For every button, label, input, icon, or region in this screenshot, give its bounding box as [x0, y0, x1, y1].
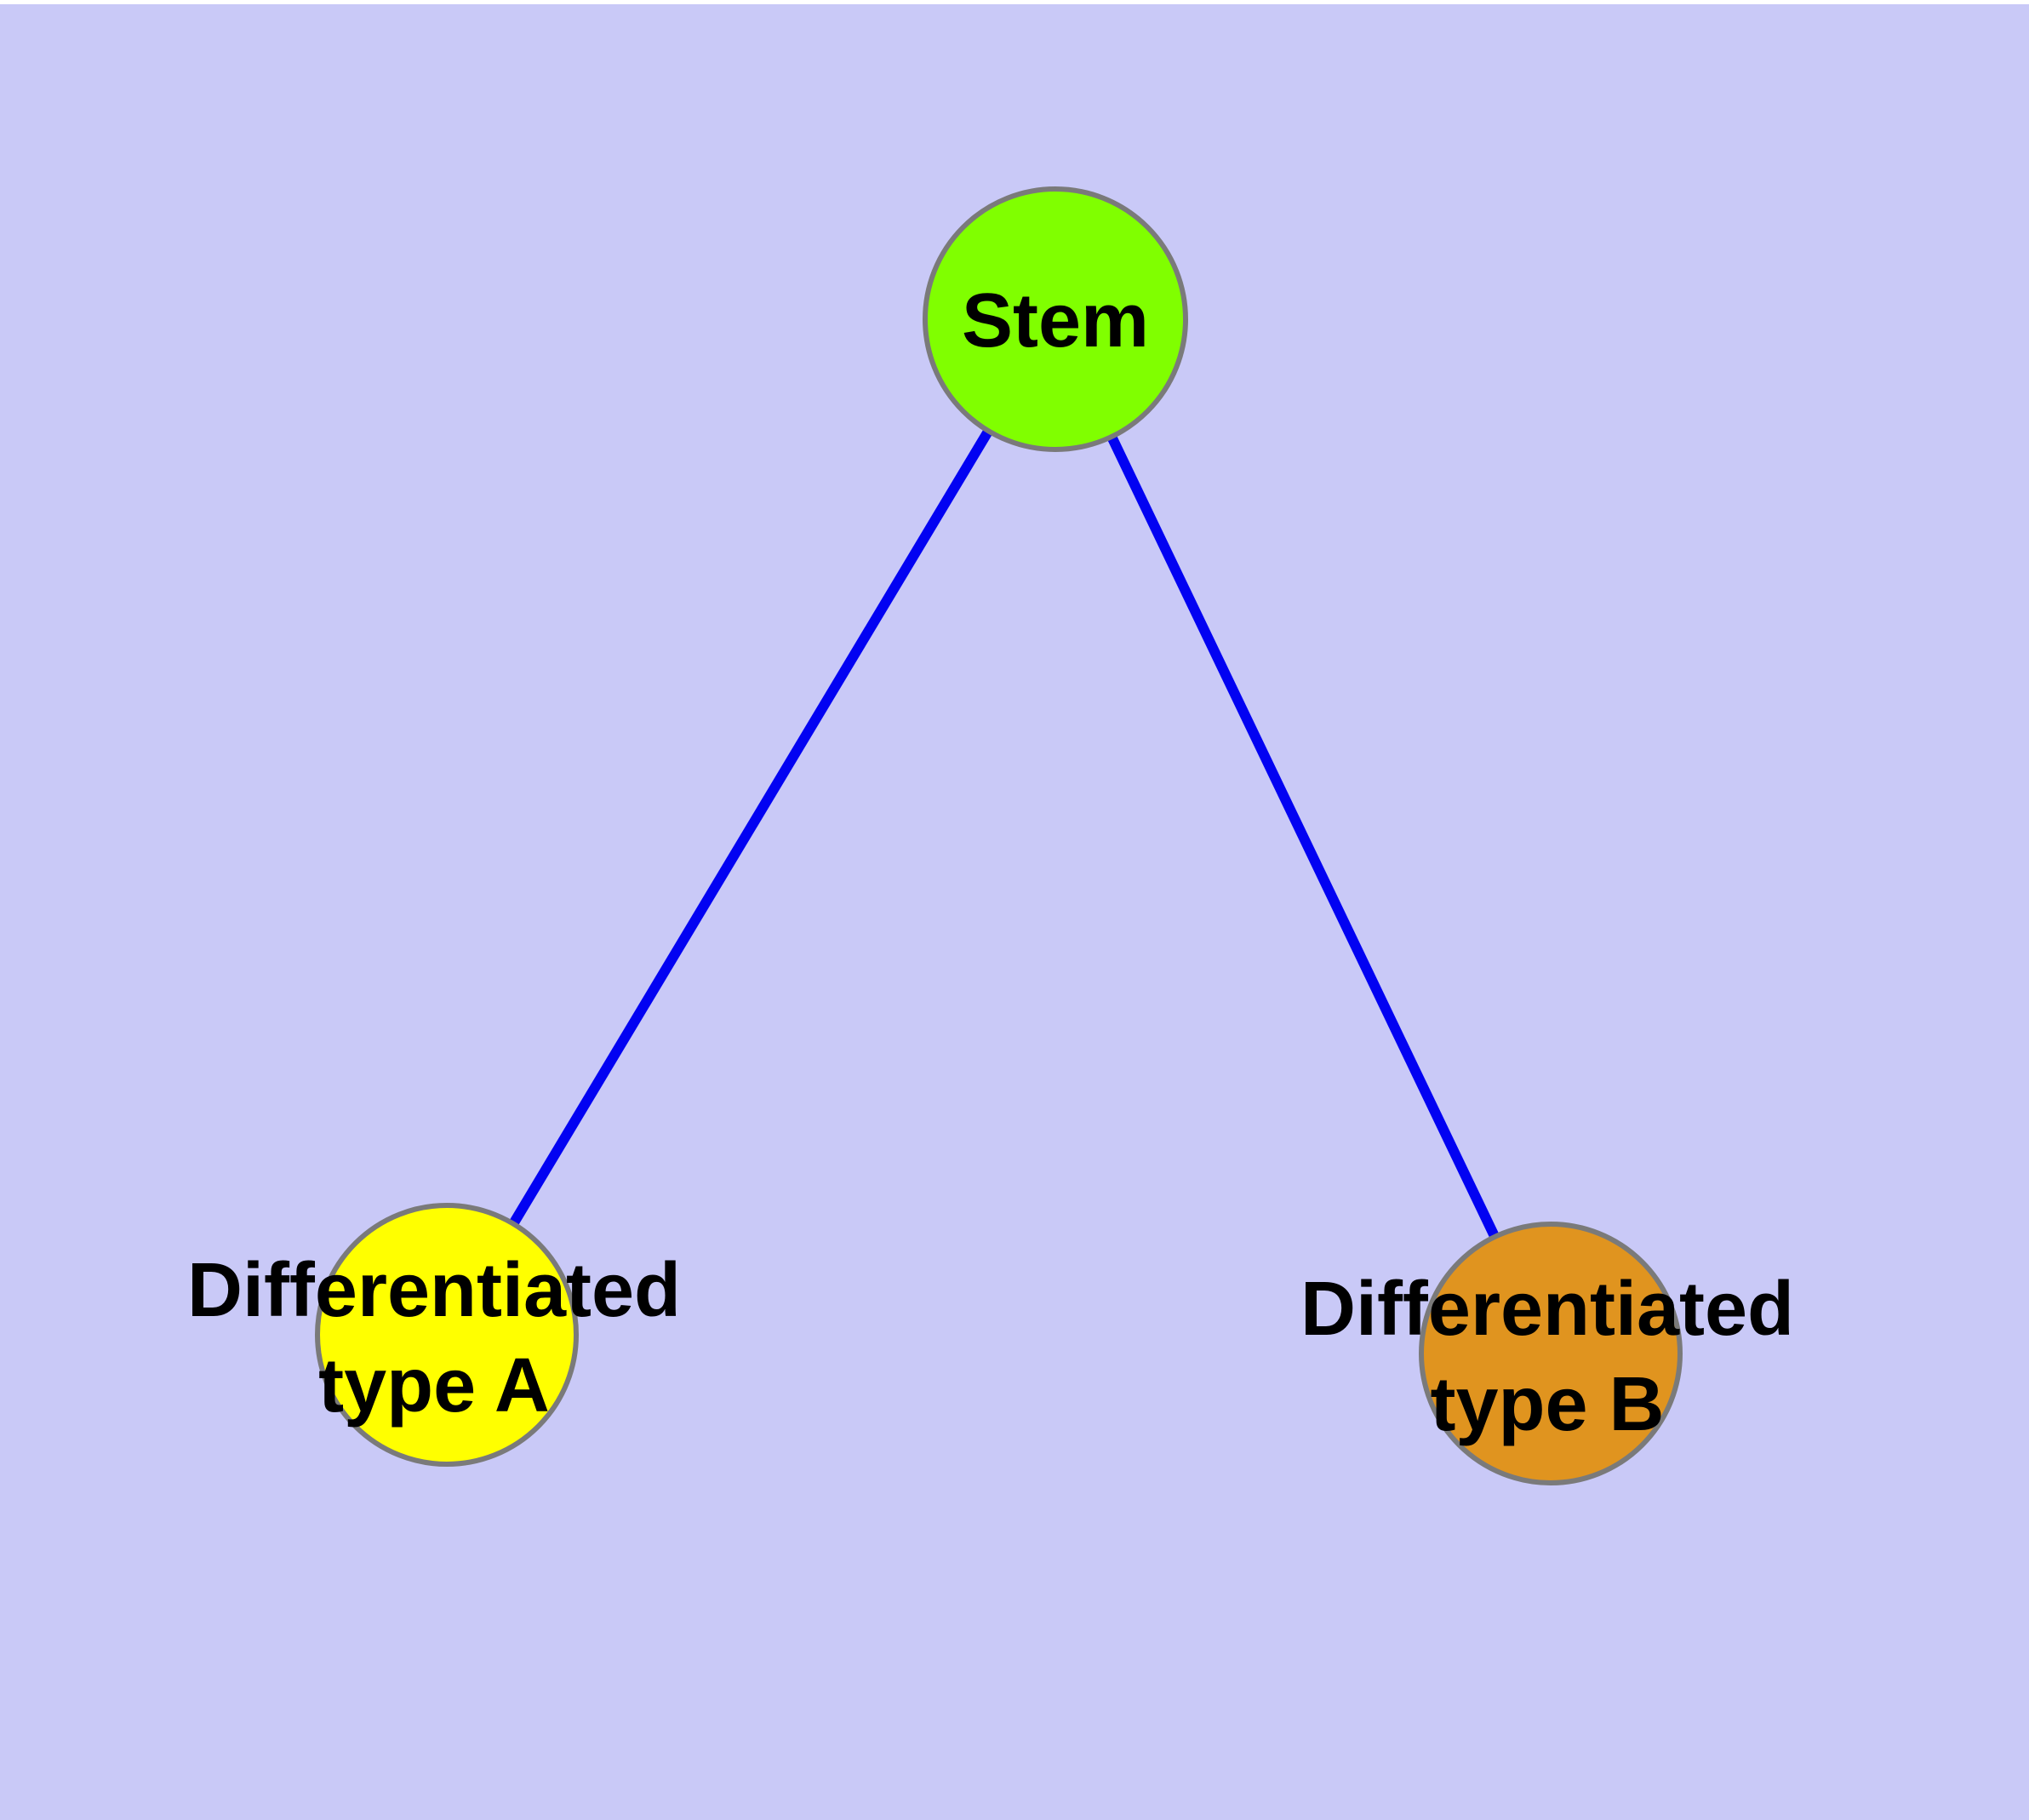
node-stem[interactable]: Stem	[923, 186, 1188, 452]
node-type-b-circle[interactable]	[1419, 1222, 1683, 1485]
node-stem-label: Stem	[962, 278, 1149, 363]
edge-stem-to-type-b[interactable]	[1050, 317, 1556, 1356]
top-window-strip	[0, 0, 2029, 4]
node-type-b-label-line1: Differentiated	[1300, 1267, 1794, 1352]
node-type-b-label-line2: type B	[1430, 1362, 1664, 1447]
node-type-a-label-line1: Differentiated	[187, 1248, 681, 1333]
node-type-a-circle[interactable]	[315, 1203, 579, 1467]
node-type-a-label-line2: type A	[318, 1343, 550, 1428]
node-stem-circle[interactable]	[923, 186, 1188, 452]
node-differentiated-type-a[interactable]: Differentiated type A	[187, 1203, 681, 1467]
edge-stem-to-type-a[interactable]	[442, 316, 1060, 1338]
node-differentiated-type-b[interactable]: Differentiated type B	[1300, 1222, 1794, 1485]
